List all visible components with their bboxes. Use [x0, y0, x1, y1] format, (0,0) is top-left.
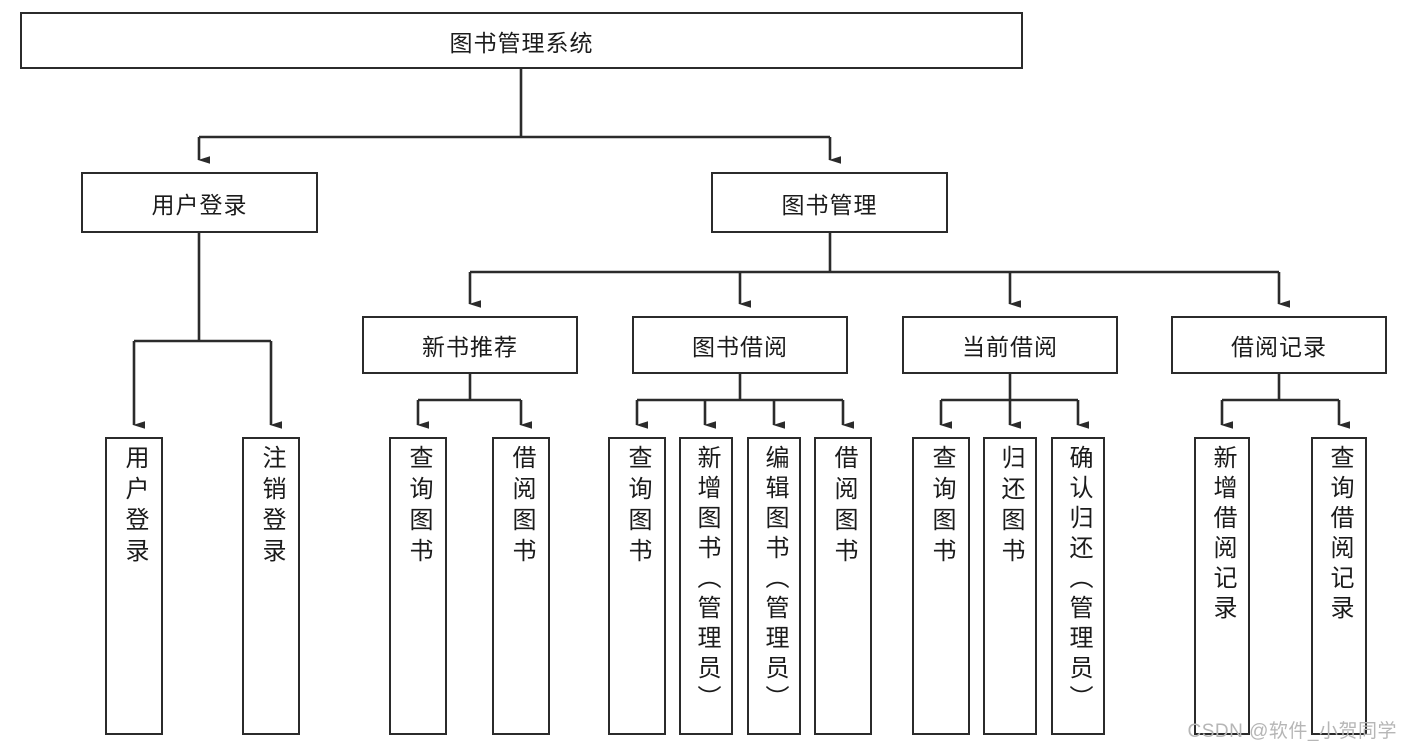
node-label: 新增图书（管理员） [693, 445, 720, 715]
node-book-management[interactable]: 图书管理 [711, 172, 948, 233]
leaf-bookborrow-query-book[interactable]: 查询图书 [608, 437, 666, 735]
node-new-book-recommendation[interactable]: 新书推荐 [362, 316, 578, 374]
node-label: 编辑图书（管理员） [761, 445, 788, 715]
node-label: 图书管理 [781, 191, 878, 218]
node-book-borrow[interactable]: 图书借阅 [632, 316, 848, 374]
node-label: 查询借阅记录 [1326, 445, 1353, 625]
node-label: 查询图书 [405, 445, 432, 569]
leaf-borrowrecord-add-record[interactable]: 新增借阅记录 [1194, 437, 1250, 735]
leaf-bookborrow-borrow-book[interactable]: 借阅图书 [814, 437, 872, 735]
node-user-login[interactable]: 用户登录 [81, 172, 318, 233]
node-label: 当前借阅 [962, 334, 1058, 360]
leaf-currentborrow-return-book[interactable]: 归还图书 [983, 437, 1037, 735]
node-label: 注销登录 [258, 445, 285, 569]
leaf-currentborrow-query-book[interactable]: 查询图书 [912, 437, 970, 735]
node-label: 用户登录 [151, 191, 248, 218]
node-label: 用户登录 [121, 445, 148, 569]
node-root-book-management-system[interactable]: 图书管理系统 [20, 12, 1023, 69]
node-label: 借阅图书 [508, 445, 535, 569]
node-label: 新书推荐 [422, 334, 518, 360]
leaf-currentborrow-confirm-return-admin[interactable]: 确认归还（管理员） [1051, 437, 1105, 735]
node-label: 查询图书 [928, 445, 955, 569]
node-borrow-record[interactable]: 借阅记录 [1171, 316, 1387, 374]
node-label: 新增借阅记录 [1209, 445, 1236, 625]
node-label: 图书管理系统 [449, 29, 594, 56]
node-label: 归还图书 [997, 445, 1024, 569]
leaf-bookborrow-add-book-admin[interactable]: 新增图书（管理员） [679, 437, 733, 735]
node-label: 确认归还（管理员） [1065, 445, 1092, 715]
leaf-user-login-signin[interactable]: 用户登录 [105, 437, 163, 735]
node-label: 借阅记录 [1231, 334, 1327, 360]
node-current-borrow[interactable]: 当前借阅 [902, 316, 1118, 374]
node-label: 借阅图书 [830, 445, 857, 569]
node-label: 查询图书 [624, 445, 651, 569]
leaf-newbook-query-book[interactable]: 查询图书 [389, 437, 447, 735]
leaf-bookborrow-edit-book-admin[interactable]: 编辑图书（管理员） [747, 437, 801, 735]
node-label: 图书借阅 [692, 334, 788, 360]
leaf-newbook-borrow-book[interactable]: 借阅图书 [492, 437, 550, 735]
leaf-user-login-signout[interactable]: 注销登录 [242, 437, 300, 735]
leaf-borrowrecord-query-record[interactable]: 查询借阅记录 [1311, 437, 1367, 735]
